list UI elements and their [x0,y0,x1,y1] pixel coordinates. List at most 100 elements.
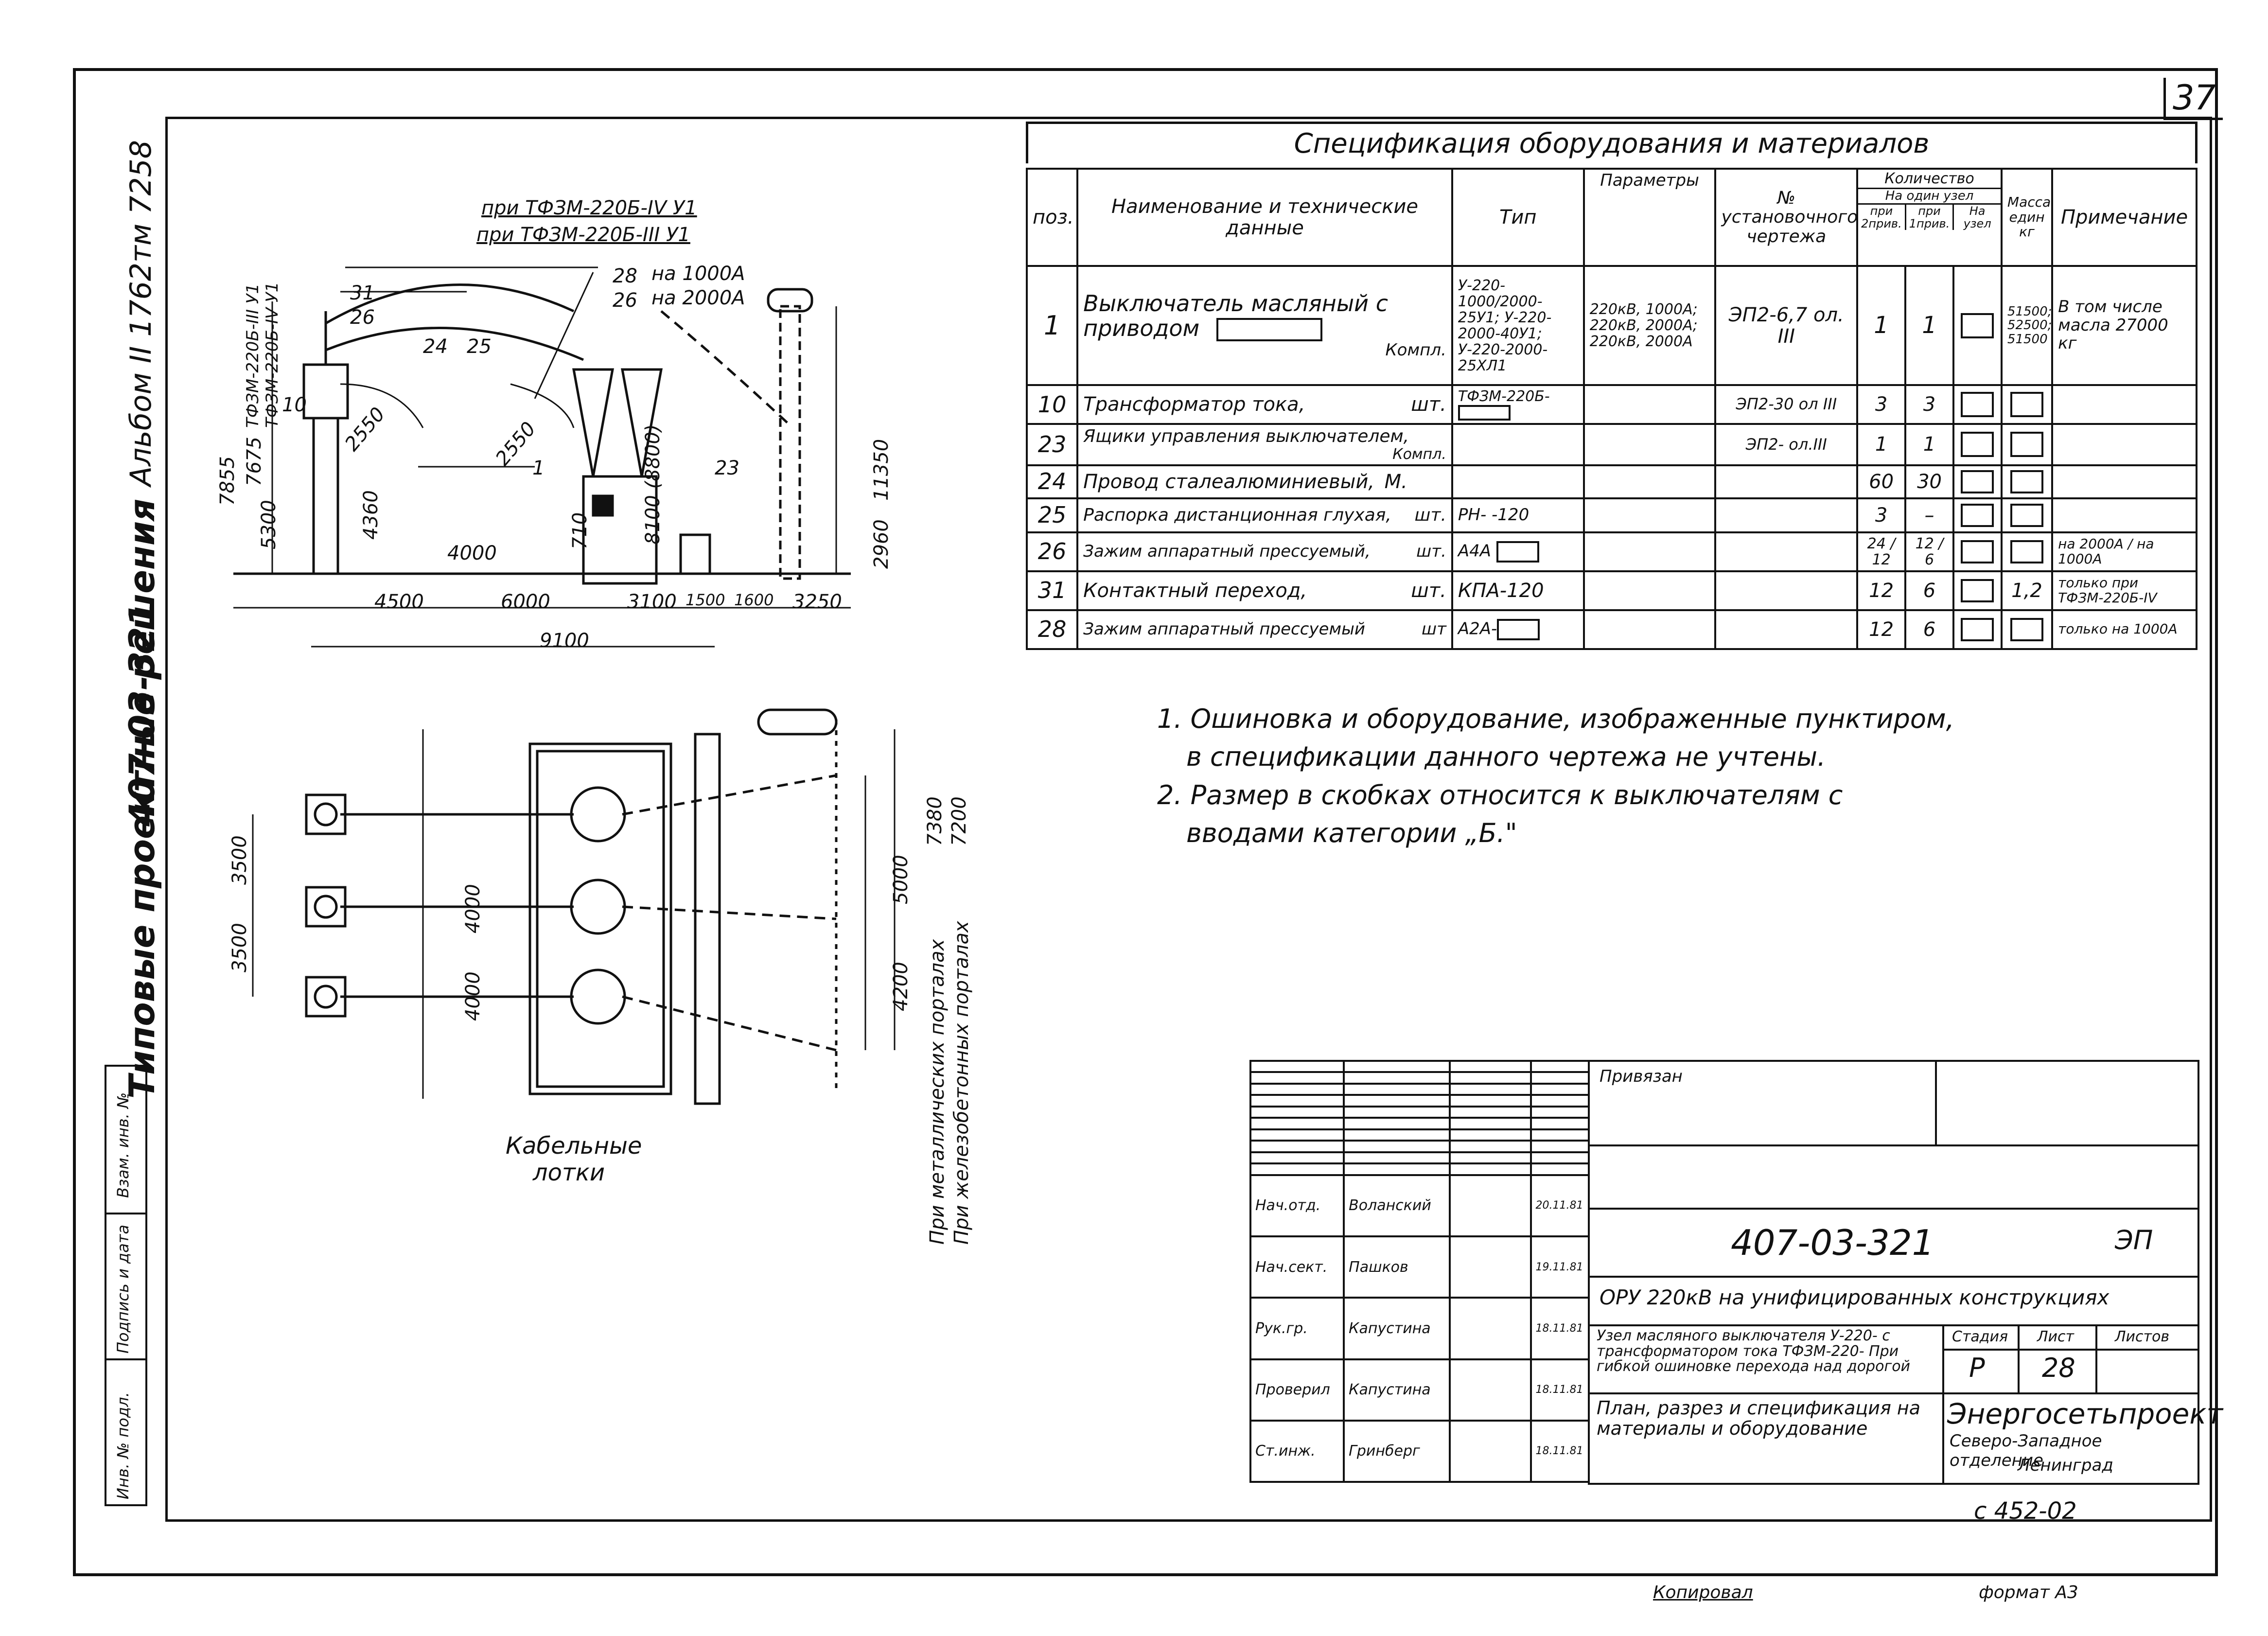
sign-date-3: 18.11.81 [1530,1297,1590,1360]
bound-label: Привязан [1600,1067,1683,1086]
label-tfzm-iii: при ТФЗМ-220Б-III У1 [476,224,690,246]
row25-note [2051,497,2198,533]
dim-4000: 4000 [447,542,497,564]
sign-role-3: Рук.гр. [1249,1297,1345,1360]
row1-params: 220кВ, 1000А; 220кВ, 2000А; 220кВ, 2000А [1582,265,1717,386]
hdr-note: Примечание [2051,168,2198,267]
outer-frame [73,68,2218,1576]
inv-label-2: Подпись и дата [114,1224,132,1354]
callout-26b: 26 [613,289,637,312]
row26-mass [2000,531,2054,572]
node-desc: Узел масляного выключателя У-220- с тран… [1597,1327,1911,1375]
plan-dim-5000: 5000 [890,855,912,904]
hdr-install: № установочного чертежа [1714,168,1859,267]
row23-note [2051,423,2198,466]
row28-q3 [1952,609,2003,650]
row10-q1: 3 [1856,384,1907,425]
dim-8100: 8100 (8800) [642,424,664,545]
row26-pos: 26 [1025,531,1079,572]
row31-q2: 6 [1904,570,1954,611]
row24-unit: М. [1384,470,1407,493]
row24-q1: 60 [1856,464,1907,499]
dim-3250: 3250 [792,591,842,613]
dim-3100: 3100 [627,591,677,613]
row28-name-text: Зажим аппаратный прессуемый [1083,619,1366,639]
row28-mass [2000,609,2054,650]
plan-dim-4200: 4200 [890,962,912,1011]
callout-10: 10 [282,394,307,416]
vert-tfzm-iii: ТФЗМ-220Б-III У1 [243,283,263,428]
sign-name-1: Воланский [1343,1174,1451,1238]
row28-q1: 12 [1856,609,1907,650]
hdr-node2: узел [1963,216,1991,230]
sign-name-3: Капустина [1343,1297,1451,1360]
row24-install [1714,464,1859,499]
series-title: Типовые проектные решения [122,498,162,1099]
row24-mass [2000,464,2054,499]
row23-q3 [1952,423,2003,466]
row28-install [1714,609,1859,650]
row23-q1: 1 [1856,423,1907,466]
sheet-value: 28 [2042,1353,2075,1383]
row10-params [1582,384,1717,425]
sign-role-4: Проверил [1249,1358,1345,1422]
row26-unit: шт. [1416,541,1446,561]
plan-dim-4000b: 4000 [462,971,484,1021]
row28-type: А2А- [1451,609,1585,650]
row10-name: Трансформатор тока,шт. [1076,384,1453,425]
row1-q3 [1952,265,2003,386]
callout-26: 26 [350,306,375,329]
inv-label-1: Инв. № подл. [114,1392,132,1499]
sheets-header: Листов [2115,1328,2170,1345]
callout-25: 25 [467,335,492,358]
hdr-qty-label: Количество [1859,171,2000,189]
hdr-mass: Масса един кг [2000,168,2054,267]
row23-pos: 23 [1025,423,1079,466]
dim-1500: 1500 [686,591,725,609]
hdr-type: Тип [1451,168,1585,267]
dim-11350: 11350 [870,439,893,501]
sign-date-1: 20.11.81 [1530,1174,1590,1238]
plan-dim-7200: 7200 [948,796,970,846]
album-label: Альбом II 1762тм 7258 [124,140,158,486]
row1-name-text: Выключатель масляный с приводом [1083,290,1388,341]
row1-type: У-220-1000/2000-25У1; У-220-2000-40У1; У… [1451,265,1585,386]
row25-type: РН- -120 [1451,497,1585,533]
sign-date-5: 18.11.81 [1530,1419,1590,1483]
dim-5300: 5300 [258,500,280,549]
row28-pos: 28 [1025,609,1079,650]
rot-label-metal: При металлических порталах [926,939,949,1245]
sign-name-5: Гринберг [1343,1419,1451,1483]
row10-note [2051,384,2198,425]
row24-note [2051,464,2198,499]
row24-params [1582,464,1717,499]
inv-label-3: Взам. инв. № [114,1092,132,1198]
dim-9100: 9100 [540,630,589,652]
notes: 1. Ошиновка и оборудование, изображенные… [1157,700,1954,852]
row1-note: В том числе масла 27000 кг [2051,265,2198,386]
row25-install [1714,497,1859,533]
row31-name: Контактный переход,шт. [1076,570,1453,611]
dim-6000: 6000 [501,591,550,613]
stage-header: Стадия [1952,1328,2008,1345]
sheet-code: ЭП [2115,1225,2153,1255]
row28-q2: 6 [1904,609,1954,650]
stamp-code: с 452-02 [1974,1497,2077,1525]
row31-mass: 1,2 [2000,570,2054,611]
sign-date-4: 18.11.81 [1530,1358,1590,1422]
sheet-desc: План, разрез и спецификация на материалы… [1597,1397,1921,1439]
row31-note: только при ТФЗМ-220Б-IV [2051,570,2198,611]
row24-q2: 30 [1904,464,1954,499]
hdr-per-one: при 1прив. [1906,204,1954,230]
callout-28: 28 [613,265,637,287]
doc-code: 407-03-321 [1731,1222,1934,1263]
row26-q1: 24 / 12 [1856,531,1907,572]
inventory-strip: Инв. № подл. Подпись и дата Взам. инв. № [105,1065,147,1506]
hdr-pos: поз. [1025,168,1079,267]
row31-pos: 31 [1025,570,1079,611]
row26-q2: 12 / 6 [1904,531,1954,572]
row26-params [1582,531,1717,572]
row25-q1: 3 [1856,497,1907,533]
vert-tfzm-iv: ТФЗМ-220Б-IV У1 [263,281,282,428]
row23-params [1582,423,1717,466]
